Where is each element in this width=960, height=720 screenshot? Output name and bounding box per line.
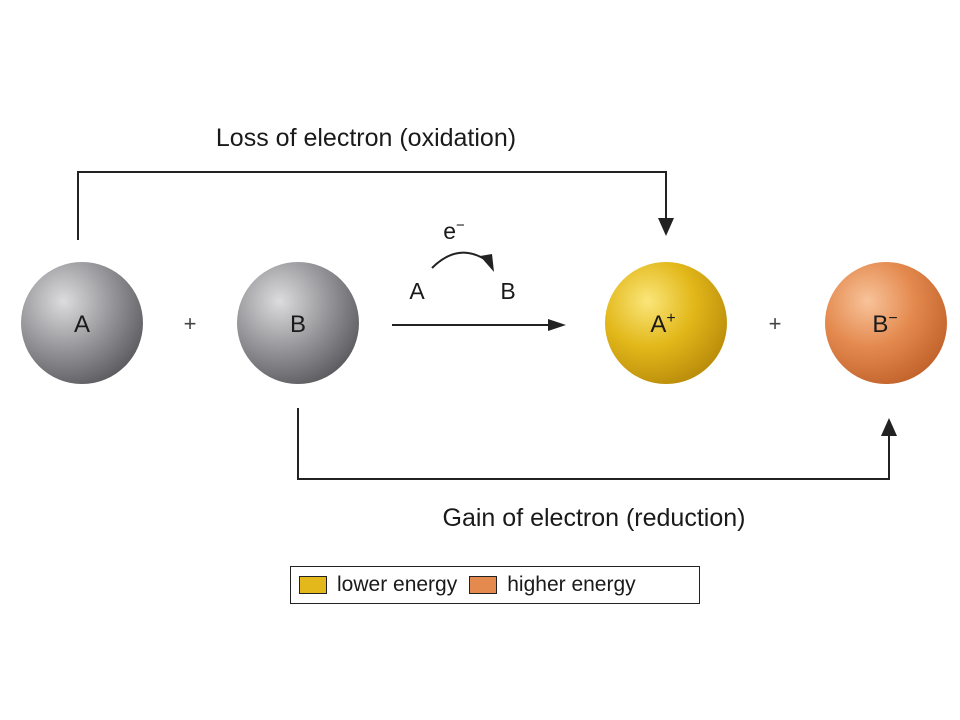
- sphere-a-plus-label: A+: [650, 310, 675, 338]
- sphere-b-minus: [825, 262, 947, 384]
- plus-sign-left: +: [184, 311, 197, 336]
- electron-label: e−: [443, 217, 465, 244]
- electron-transfer-arc: [431, 251, 487, 269]
- oxidation-arrowhead: [658, 218, 674, 236]
- oxidation-path-line: [77, 171, 667, 240]
- legend-swatch-lower-energy: [299, 576, 327, 594]
- reaction-arrowhead: [548, 319, 566, 331]
- reduction-arrowhead: [881, 418, 897, 436]
- legend-label-lower-energy: lower energy: [337, 573, 458, 596]
- plus-sign-right: +: [769, 311, 782, 336]
- reduction-path-line: [297, 408, 890, 480]
- sphere-b: [237, 262, 359, 384]
- sphere-a-plus: [605, 262, 727, 384]
- sphere-b-minus-label: B−: [872, 310, 897, 338]
- electron-transfer-arrowhead: [480, 254, 494, 272]
- sphere-b-label: B: [290, 311, 306, 338]
- energy-legend: lower energy higher energy: [290, 566, 700, 604]
- sphere-a: [21, 262, 143, 384]
- reduction-label: Gain of electron (reduction): [443, 504, 746, 532]
- legend-item-higher-energy: higher energy: [469, 573, 636, 597]
- legend-item-lower-energy: lower energy: [299, 573, 457, 597]
- transfer-to-label: B: [500, 278, 515, 304]
- oxidation-label: Loss of electron (oxidation): [216, 124, 516, 152]
- transfer-from-label: A: [409, 278, 425, 304]
- legend-swatch-higher-energy: [469, 576, 498, 594]
- sphere-a-label: A: [74, 311, 90, 338]
- legend-label-higher-energy: higher energy: [507, 573, 636, 596]
